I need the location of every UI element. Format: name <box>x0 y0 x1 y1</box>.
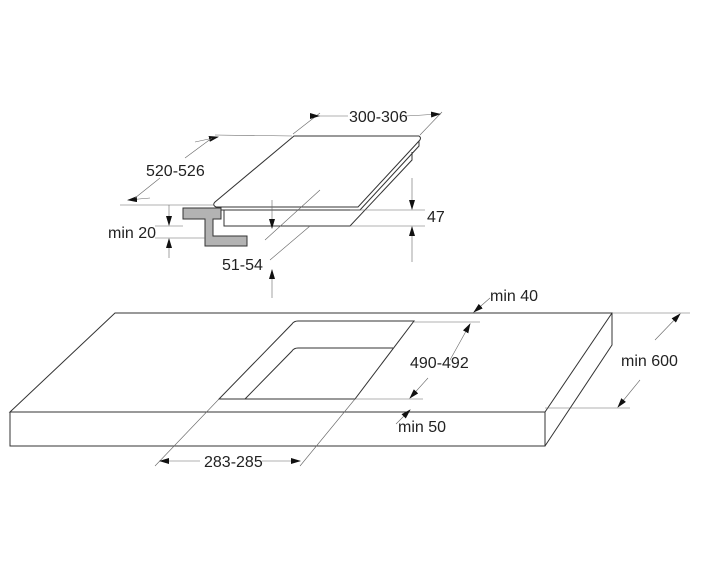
worktop <box>8 312 613 447</box>
label-min-20: min 20 <box>108 225 156 242</box>
worktop-top-face <box>8 312 613 413</box>
mounting-bracket <box>182 207 248 247</box>
label-hob-height: 47 <box>427 209 445 226</box>
label-embed-depth: 51-54 <box>222 257 263 274</box>
worktop-front-face <box>9 412 546 447</box>
cutout-outer <box>217 320 416 400</box>
hob-glass-edge <box>216 141 420 211</box>
label-min-50: min 50 <box>398 419 446 436</box>
label-min-600: min 600 <box>621 353 678 370</box>
label-hob-width: 300-306 <box>349 109 408 126</box>
hob-dimension-lines <box>120 111 443 298</box>
label-cutout-width: 283-285 <box>204 454 263 471</box>
hob-body <box>223 152 413 227</box>
hob <box>182 135 421 247</box>
cutout-inner <box>244 347 393 400</box>
worktop-side-face <box>544 313 613 447</box>
label-cutout-depth: 490-492 <box>410 355 469 372</box>
worktop-dimension-lines <box>154 297 690 467</box>
hob-glass-top <box>213 135 421 208</box>
label-min-40: min 40 <box>490 288 538 305</box>
label-hob-depth: 520-526 <box>146 163 205 180</box>
